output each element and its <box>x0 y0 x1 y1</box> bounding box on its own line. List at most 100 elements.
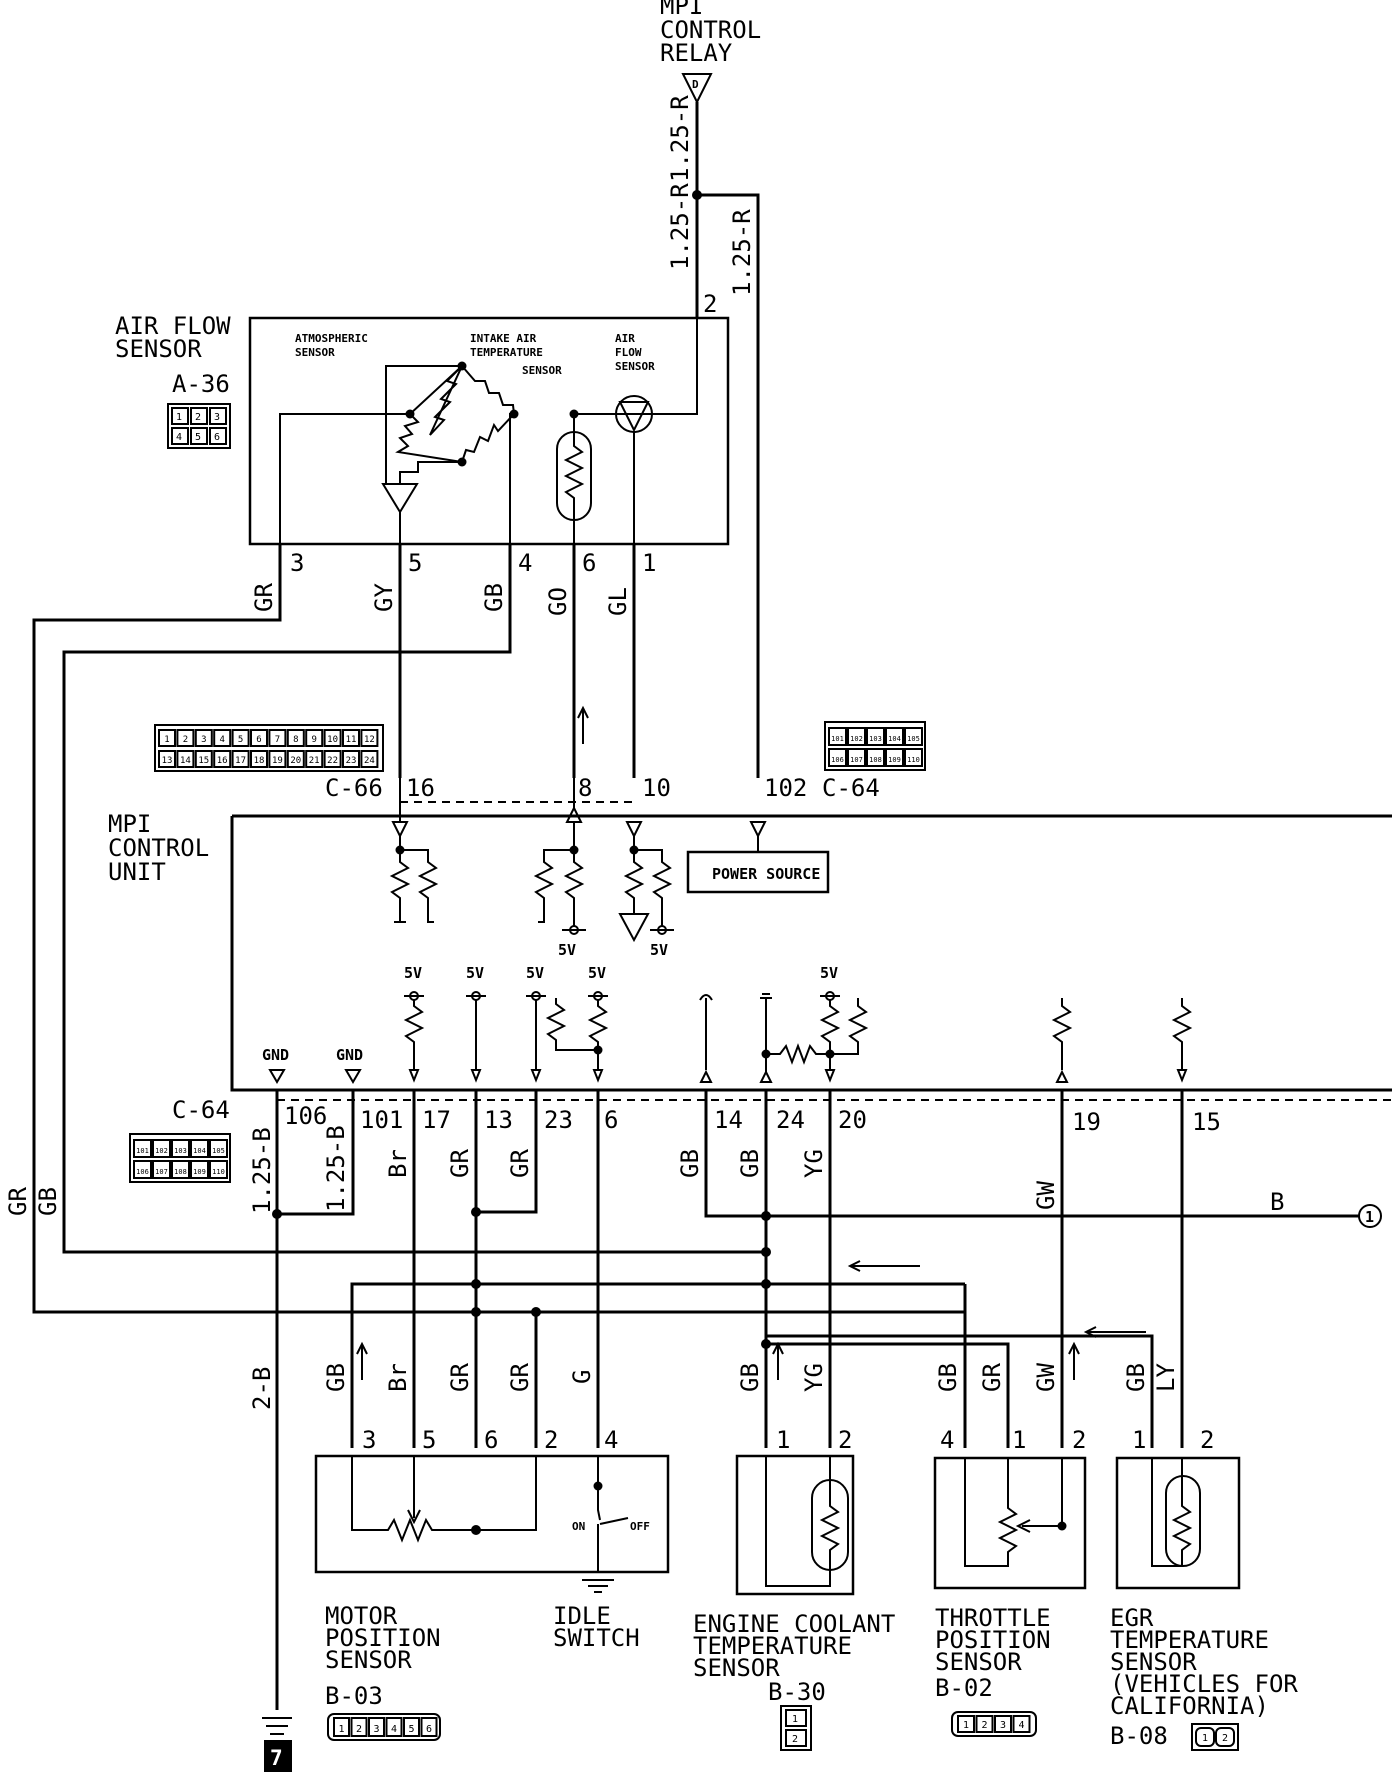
egr-box <box>1115 1456 1241 1590</box>
pin-number: 103 <box>174 1147 187 1155</box>
intake-label: TEMPERATURE <box>470 346 543 359</box>
connector-cell <box>152 1139 171 1158</box>
connector-cell <box>213 750 232 768</box>
wire-label: Br <box>384 1363 412 1392</box>
pin-number: 22 <box>327 756 338 766</box>
coolant-label: ENGINE COOLANT <box>693 1610 895 1638</box>
ground-ref-1-icon <box>1358 1204 1382 1228</box>
terminal-label: 17 <box>422 1106 451 1134</box>
ecu-sensor-circuits <box>268 991 1193 1084</box>
wire-label: GB <box>480 583 508 612</box>
wire-label: GW <box>1032 1363 1060 1392</box>
five-v-label: 5V <box>650 941 668 959</box>
connector-cell <box>152 1160 171 1179</box>
pin-label: 5 <box>408 549 422 577</box>
pin-label: 3 <box>290 549 304 577</box>
pin-number: 5 <box>238 735 243 745</box>
throttle-box <box>933 1456 1087 1590</box>
five-v-label: 5V <box>466 964 484 982</box>
pin-number: 110 <box>907 756 920 764</box>
pin-number: 15 <box>198 756 209 766</box>
wire-label: GB <box>934 1363 962 1392</box>
wire-label: GO <box>544 587 572 616</box>
bridge-wire <box>399 461 462 484</box>
junction-dot <box>761 1279 771 1289</box>
relay-label: RELAY <box>660 39 733 67</box>
thermistor-resistor-icon <box>563 414 585 544</box>
ecu-input-circuits <box>389 778 767 943</box>
connector-cell <box>231 729 250 747</box>
idle-label: IDLE <box>553 1602 611 1630</box>
signal-arrow-icon <box>1068 1341 1080 1380</box>
power-source-box <box>686 850 830 894</box>
connector-cell <box>994 1715 1012 1733</box>
junction-dot <box>761 1247 771 1257</box>
connector-cell <box>268 750 287 768</box>
idle-label: SWITCH <box>553 1624 640 1652</box>
ground-ref-1: 1 <box>1365 1208 1374 1226</box>
pin-number: 10 <box>327 735 338 745</box>
pin-number: 21 <box>309 756 320 766</box>
terminal-label: 14 <box>714 1106 743 1134</box>
junction-dot <box>761 1211 771 1221</box>
relay-label: CONTROL <box>660 16 761 44</box>
terminal-label: 6 <box>604 1106 618 1134</box>
connector-cell <box>286 729 305 747</box>
pin-number: 19 <box>272 756 283 766</box>
motor-label: MOTOR <box>325 1602 398 1630</box>
wire-label: B <box>1270 1188 1284 1216</box>
wire-label: GB <box>736 1363 764 1392</box>
wire-label: GR <box>506 1149 534 1178</box>
wire-throttle-1 <box>766 1342 1010 1448</box>
connector-label: C-64 <box>822 774 880 802</box>
connector-cell <box>190 1139 209 1158</box>
connector-cell <box>176 729 195 747</box>
pin-number: 6 <box>256 735 261 745</box>
pin-number: 4 <box>391 1724 397 1735</box>
pin-number: 2 <box>356 1724 362 1735</box>
five-v-label: 5V <box>558 941 576 959</box>
pin-number: 109 <box>193 1168 206 1176</box>
airflow-connector-label: A-36 <box>172 370 230 398</box>
atmo-label: ATMOSPHERIC <box>295 332 368 345</box>
connector-cell <box>305 729 324 747</box>
junction-dot <box>471 1279 481 1289</box>
pin-number: 1 <box>963 1720 969 1731</box>
connector-cell <box>847 748 866 767</box>
wire-ground <box>277 1090 355 1216</box>
pin-number: 11 <box>346 735 357 745</box>
pin-number: 8 <box>293 735 298 745</box>
pin-label: 1 <box>642 549 656 577</box>
connector-cell <box>885 727 904 746</box>
relay-terminal-icon <box>681 73 713 105</box>
terminal-label: 8 <box>578 774 592 802</box>
connector-cell <box>403 1717 420 1737</box>
bridge-wire <box>279 413 410 544</box>
flow-label: FLOW <box>615 346 642 359</box>
wire-label: Br <box>384 1149 412 1178</box>
connector-cell <box>158 750 176 768</box>
airflow-connector-icon: 1 2 3 4 5 6 <box>167 403 231 449</box>
signal-arrow-icon <box>577 705 589 744</box>
ecu-label: MPI <box>108 810 151 838</box>
wire-label: YG <box>800 1149 828 1178</box>
pin-number: 14 <box>180 756 191 766</box>
flow-label: AIR <box>615 332 635 345</box>
coolant-box <box>735 1454 855 1596</box>
wire-label: GR <box>506 1363 534 1392</box>
ecu-label: CONTROL <box>108 834 209 862</box>
pin-label: 2 <box>544 1426 558 1454</box>
motor-label: POSITION <box>325 1624 441 1652</box>
throttle-label: THROTTLE <box>935 1604 1051 1632</box>
relay-wire-branch <box>697 193 760 778</box>
wire-label: GR <box>4 1187 32 1216</box>
connector-cell <box>231 750 250 768</box>
pin-label: 2 <box>1200 1426 1214 1454</box>
terminal-label: 106 <box>284 1102 327 1130</box>
wire-label: YG <box>800 1363 828 1392</box>
wire-gb <box>62 544 770 1254</box>
